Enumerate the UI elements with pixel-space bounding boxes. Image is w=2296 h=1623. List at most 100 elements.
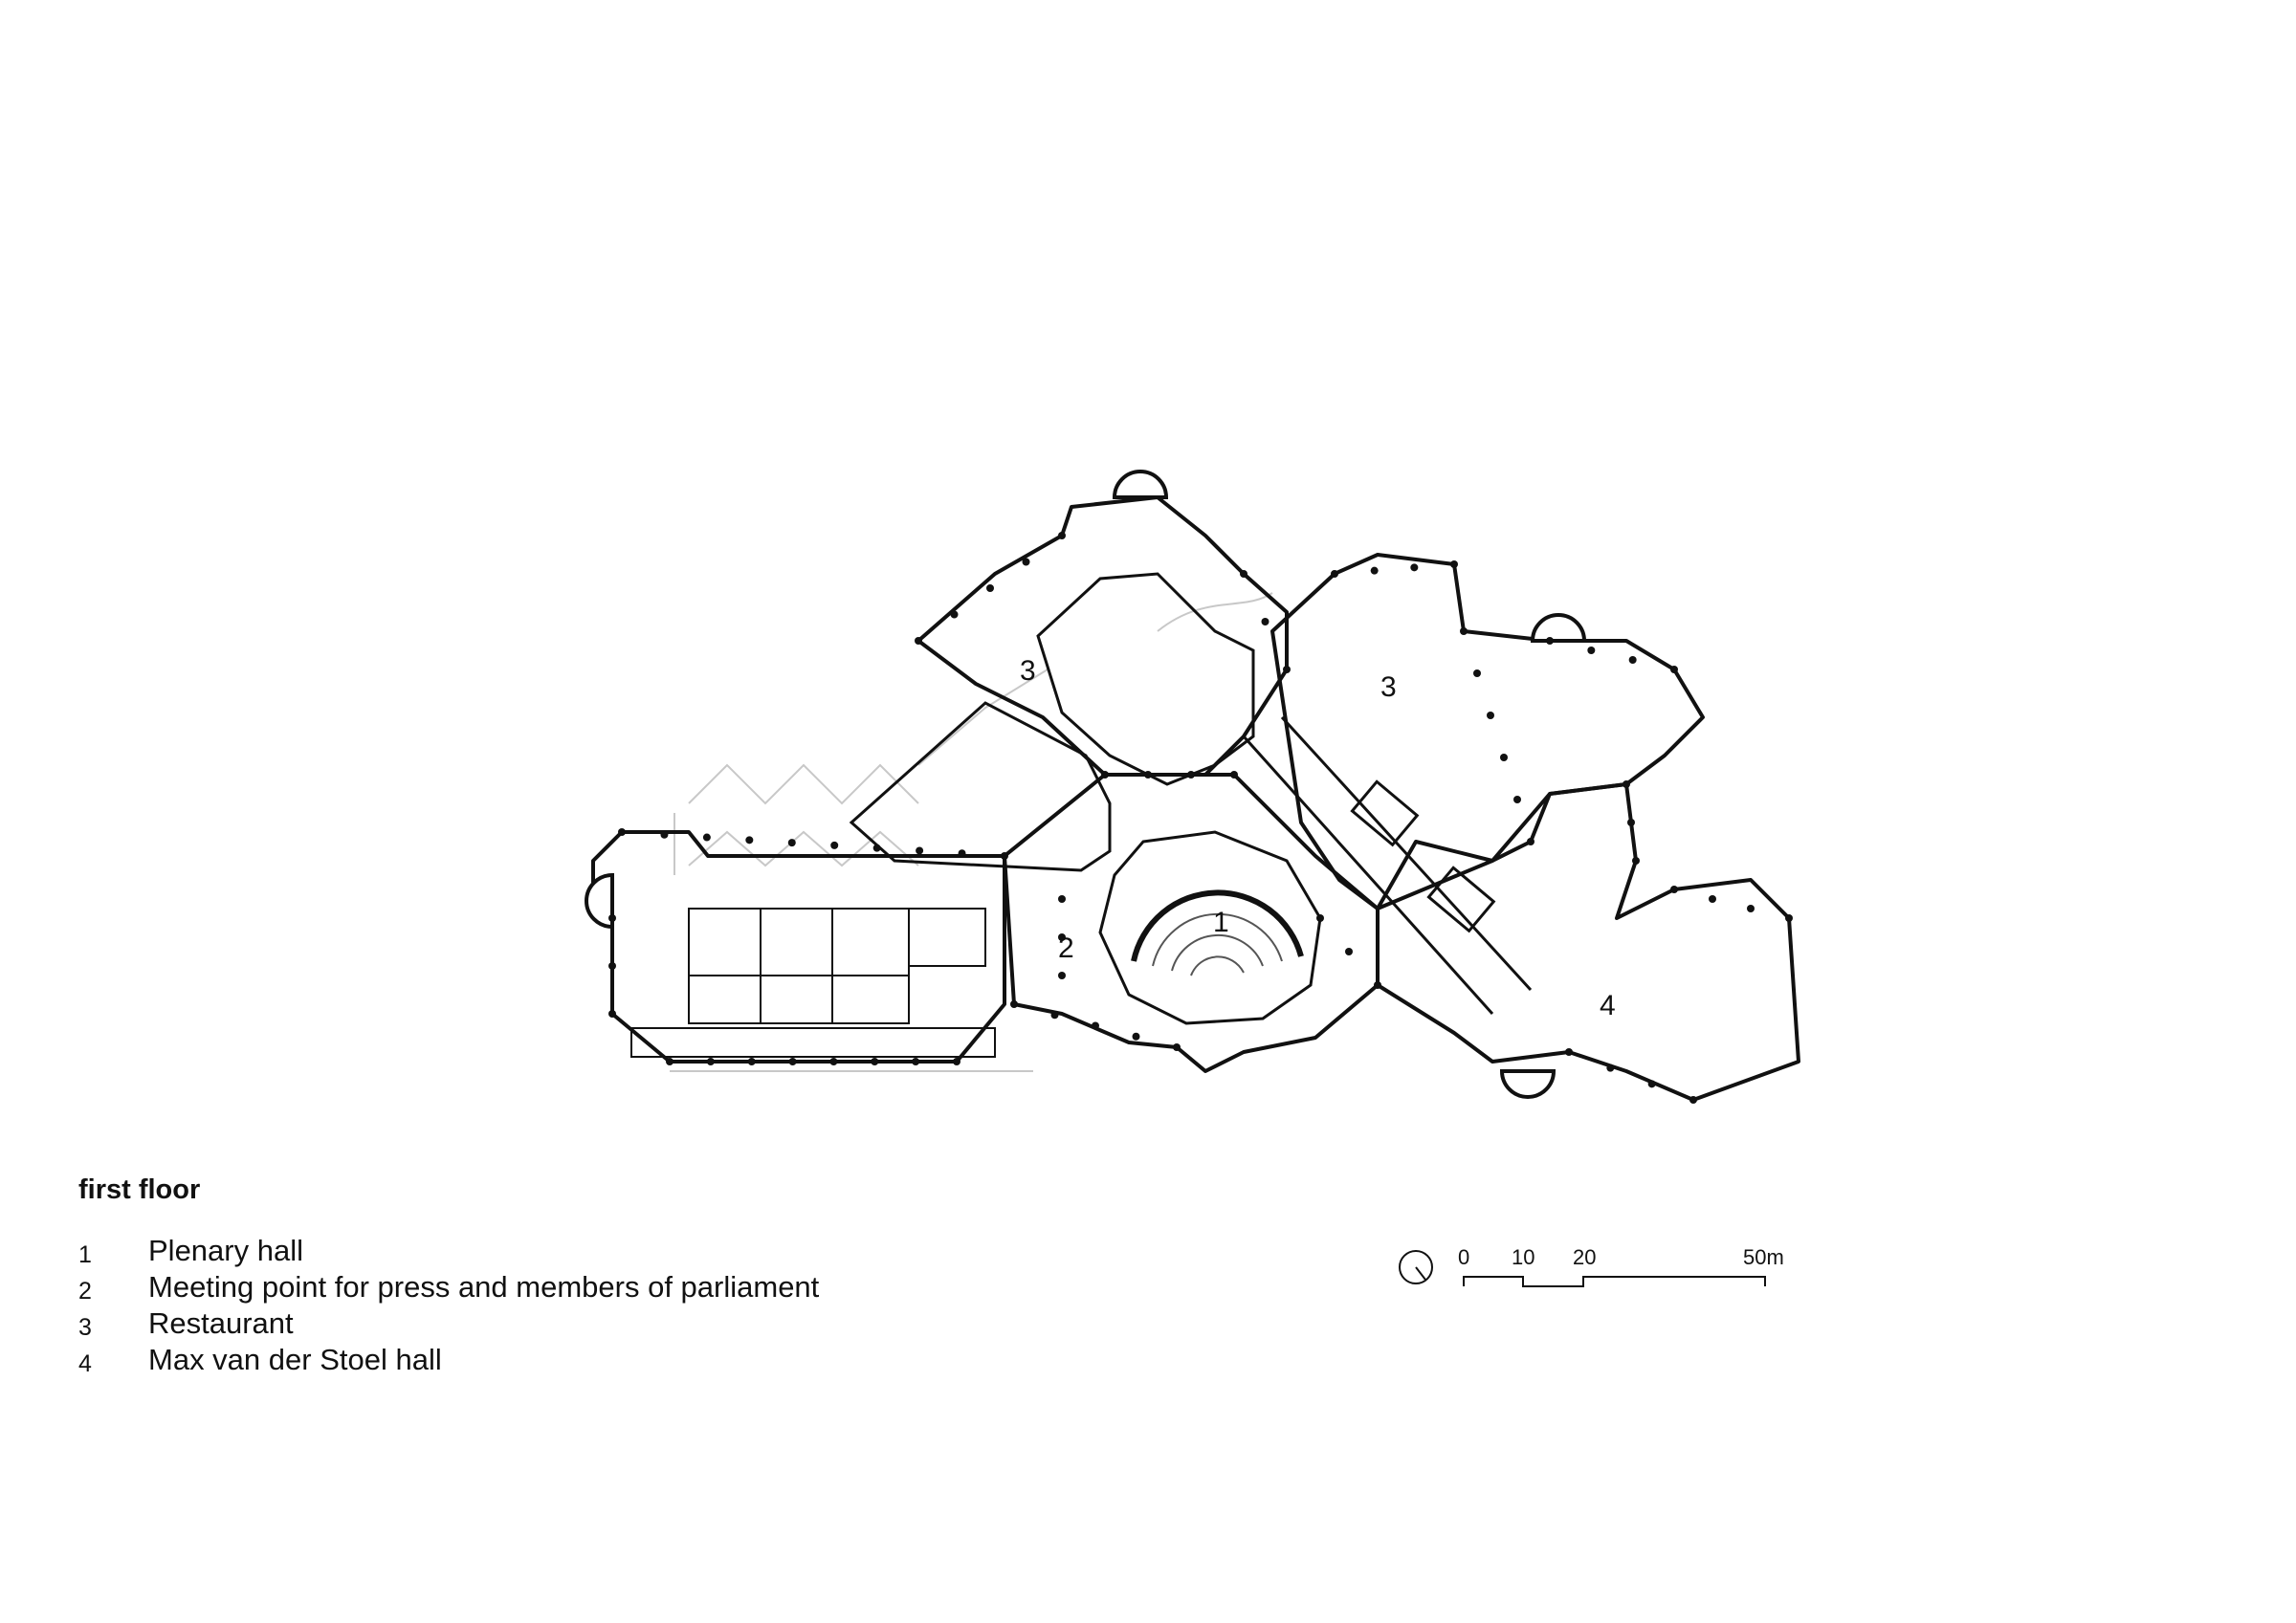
north-arrow-icon (1399, 1250, 1433, 1284)
column-dot (1240, 570, 1247, 578)
stair-tower-north (1112, 470, 1169, 499)
column-dot (953, 1058, 960, 1065)
room-marker-restaurant-west: 3 (1020, 655, 1036, 687)
column-dot (1565, 1048, 1573, 1056)
plenary-seating-mid (1152, 912, 1283, 967)
column-dot (1647, 1080, 1656, 1088)
plenary-hall (1098, 830, 1322, 1025)
column-dot (1546, 637, 1554, 645)
legend-label: Max van der Stoel hall (148, 1343, 442, 1376)
column-dot (706, 1058, 715, 1065)
column-dot (1628, 656, 1637, 664)
scale-tick-label: 0 (1458, 1245, 1470, 1269)
scale-tick-label: 50m (1743, 1245, 1784, 1269)
column-dot (788, 1058, 797, 1065)
plenary-seating-outer (1131, 889, 1304, 962)
column-dot (830, 841, 839, 849)
legend-number: 1 (78, 1241, 92, 1268)
column-dot (986, 584, 994, 592)
northwest-courtyard (1036, 572, 1255, 786)
column-dot (1670, 886, 1678, 893)
column-dot (958, 849, 966, 858)
column-dot (1473, 669, 1481, 677)
legend-number: 4 (78, 1350, 92, 1377)
column-dot (1487, 712, 1494, 719)
room-marker-max-van-der-stoel: 4 (1600, 990, 1616, 1021)
column-dot (1230, 771, 1238, 779)
column-dot (1460, 627, 1468, 635)
west-atrium (849, 701, 1112, 872)
legend-label: Plenary hall (148, 1234, 303, 1267)
column-dot (1670, 666, 1678, 673)
column-dot (915, 637, 922, 645)
column-dot (950, 610, 959, 619)
column-dot (1747, 905, 1755, 912)
stair-tower-south (1499, 1069, 1556, 1099)
plenary-seating-inner (1171, 933, 1264, 972)
column-dot (1370, 566, 1379, 575)
column-dot (1187, 771, 1195, 779)
column-dot (1010, 1000, 1018, 1008)
room-marker-restaurant-east: 3 (1380, 671, 1397, 703)
column-dot (1058, 933, 1066, 941)
column-dot (1101, 771, 1109, 779)
column-dot (745, 836, 754, 844)
column-dot (916, 846, 924, 855)
site-context-lines (670, 592, 1273, 1072)
stair-tower-northeast (1530, 613, 1587, 643)
northwest-wing-outline (916, 495, 1289, 777)
column-dot (912, 1058, 920, 1065)
column-dot (1022, 558, 1030, 566)
column-dot (872, 844, 881, 852)
column-dot (660, 830, 669, 839)
column-dot (1606, 1064, 1615, 1072)
scale-bar (1463, 1276, 1766, 1287)
left-wing-rooms (630, 908, 996, 1058)
column-dot (1331, 570, 1338, 578)
column-dot (1410, 563, 1419, 572)
column-dot (608, 962, 616, 970)
legend-label: Meeting point for press and members of p… (148, 1270, 820, 1304)
column-dot (1144, 771, 1152, 779)
room-marker-plenary: 1 (1213, 907, 1229, 938)
column-dot (1173, 1043, 1181, 1051)
column-dot (1513, 796, 1521, 803)
column-dot (1709, 895, 1716, 903)
column-dot (1132, 1032, 1140, 1041)
column-dot (1623, 780, 1630, 788)
drawing-title: first floor (78, 1174, 201, 1205)
stair-towers (585, 470, 1587, 1099)
legend-label: Restaurant (148, 1306, 294, 1340)
column-dot (871, 1058, 879, 1065)
column-dot (787, 839, 796, 847)
scale-tick-label: 10 (1512, 1245, 1535, 1269)
room-marker-meeting-point: 2 (1058, 932, 1074, 964)
column-dot (1627, 819, 1635, 826)
column-dot (1689, 1096, 1697, 1104)
column-dot (1632, 857, 1640, 865)
scale-tick-label: 20 (1573, 1245, 1597, 1269)
column-dot (1050, 1011, 1059, 1020)
column-dot (1092, 1021, 1099, 1030)
column-dot (1058, 895, 1066, 903)
column-dot (1316, 914, 1324, 922)
column-dot (1283, 666, 1291, 673)
column-dot (1500, 754, 1508, 761)
column-dot (829, 1058, 838, 1065)
plenary-seating-core (1190, 955, 1245, 976)
column-dot (618, 828, 626, 836)
column-dot (1261, 618, 1269, 625)
column-dot (1587, 647, 1596, 654)
column-dot (1345, 948, 1353, 955)
column-dot (1001, 852, 1008, 860)
southeast-wing-outline (1376, 782, 1800, 1102)
column-dot (1058, 532, 1066, 539)
legend-number: 2 (78, 1278, 92, 1305)
courtyards (849, 572, 1255, 872)
column-dot (1785, 914, 1793, 922)
column-dot (608, 914, 616, 922)
building-outline (591, 495, 1800, 1102)
stair-tower-west (585, 872, 614, 930)
column-dot (747, 1058, 756, 1065)
